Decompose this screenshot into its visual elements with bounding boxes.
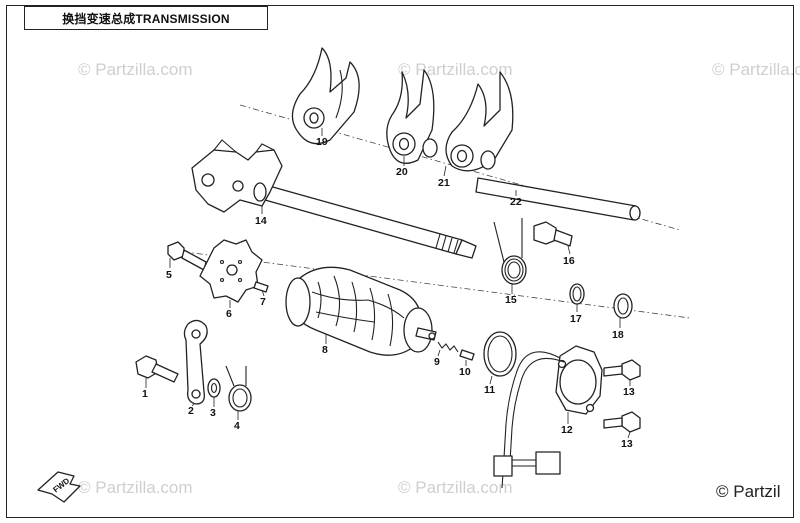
callout-21: 21	[438, 177, 450, 189]
title-text: 换挡变速总成TRANSMISSION	[62, 11, 230, 26]
spring-9	[437, 341, 459, 353]
fork-shaft	[475, 177, 641, 221]
bolt-13-lower	[603, 411, 641, 433]
bolt-16	[533, 221, 573, 247]
callout-13-lower: 13	[621, 438, 633, 450]
callout-3: 3	[210, 407, 216, 419]
pin-7	[253, 281, 269, 293]
return-spring	[225, 365, 252, 412]
shift-fork-21	[445, 71, 514, 172]
pin-10	[459, 349, 475, 361]
shift-drum	[285, 266, 437, 356]
callout-12: 12	[561, 424, 573, 436]
o-ring	[483, 331, 517, 377]
copyright-notice: © Partzil	[716, 482, 781, 501]
stopper-arm	[183, 319, 208, 405]
callout-7: 7	[260, 296, 266, 308]
callout-8: 8	[322, 344, 328, 356]
callout-18: 18	[612, 329, 624, 341]
callout-11: 11	[484, 384, 495, 396]
shift-shaft	[191, 139, 477, 259]
callout-2: 2	[188, 405, 194, 417]
shift-fork-19	[291, 47, 360, 145]
centerline	[169, 249, 691, 319]
callout-16: 16	[563, 255, 575, 267]
fwd-arrow-icon: FWD	[37, 471, 81, 503]
callout-6: 6	[226, 308, 232, 320]
washer-3	[207, 378, 221, 398]
callout-10: 10	[459, 366, 471, 378]
leader-lines	[145, 128, 631, 439]
bolt-13-upper	[603, 359, 641, 381]
diagram-title: 换挡变速总成TRANSMISSION	[24, 6, 268, 30]
callout-15: 15	[505, 294, 517, 306]
callout-14: 14	[255, 215, 267, 227]
callout-4: 4	[234, 420, 240, 432]
callout-20: 20	[396, 166, 408, 178]
watermark: © Partzilla.com	[398, 60, 513, 79]
callout-19: 19	[316, 136, 328, 148]
callout-22: 22	[510, 196, 522, 208]
callout-1: 1	[142, 388, 148, 400]
callout-5: 5	[166, 269, 172, 281]
torsion-spring	[493, 218, 527, 285]
bolt-1	[135, 355, 179, 383]
callout-labels: 19 20 21 22 14 5 6 7 8 9 10 11 12 13 13 …	[142, 136, 635, 450]
callout-13-upper: 13	[623, 386, 635, 398]
cam-plate	[199, 239, 263, 303]
watermark: © Partzilla.com	[78, 478, 193, 497]
bolt-5	[167, 241, 207, 271]
diagram-frame	[6, 5, 794, 518]
callout-17: 17	[570, 313, 582, 325]
shift-fork-20	[386, 69, 438, 164]
callout-9: 9	[434, 356, 440, 368]
watermark: © Partzilla.com	[398, 478, 513, 497]
gear-position-sensor	[493, 345, 603, 489]
watermark: © Partzilla.com	[78, 60, 193, 79]
watermarks: © Partzilla.com © Partzilla.com © Partzi…	[78, 60, 800, 497]
washer-18	[613, 293, 633, 319]
watermark: © Partzilla.com	[712, 60, 800, 79]
circlip	[569, 283, 585, 305]
